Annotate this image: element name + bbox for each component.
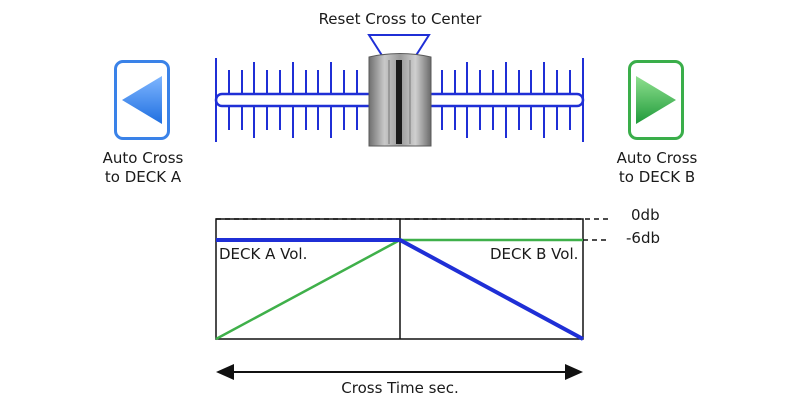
cross-time-arrow-left-head — [216, 364, 234, 380]
deck-b-volume-label: DECK B Vol. — [490, 245, 579, 263]
deck-a-volume-curve — [216, 238, 584, 341]
cross-time-arrow-right-head — [565, 364, 583, 380]
deck-a-volume-label: DECK A Vol. — [219, 245, 308, 263]
auto-cross-deck-a-label-line1: Auto Cross — [102, 149, 184, 167]
auto-cross-deck-a-label-line2: to DECK A — [104, 168, 182, 186]
cross-time-label: Cross Time sec. — [341, 379, 459, 397]
left-arrow-icon — [122, 76, 162, 124]
auto-cross-deck-a-button[interactable] — [114, 60, 170, 140]
auto-cross-deck-b-button[interactable] — [628, 60, 684, 140]
auto-cross-deck-b-label-line2: to DECK B — [618, 168, 696, 186]
level-minus6db-label: -6db — [626, 229, 660, 247]
reset-cross-label: Reset Cross to Center — [318, 10, 482, 28]
auto-cross-deck-b-label-line1: Auto Cross — [616, 149, 698, 167]
right-arrow-icon — [636, 76, 676, 124]
level-0db-label: 0db — [631, 206, 660, 224]
crossfader-knob[interactable] — [368, 53, 432, 147]
